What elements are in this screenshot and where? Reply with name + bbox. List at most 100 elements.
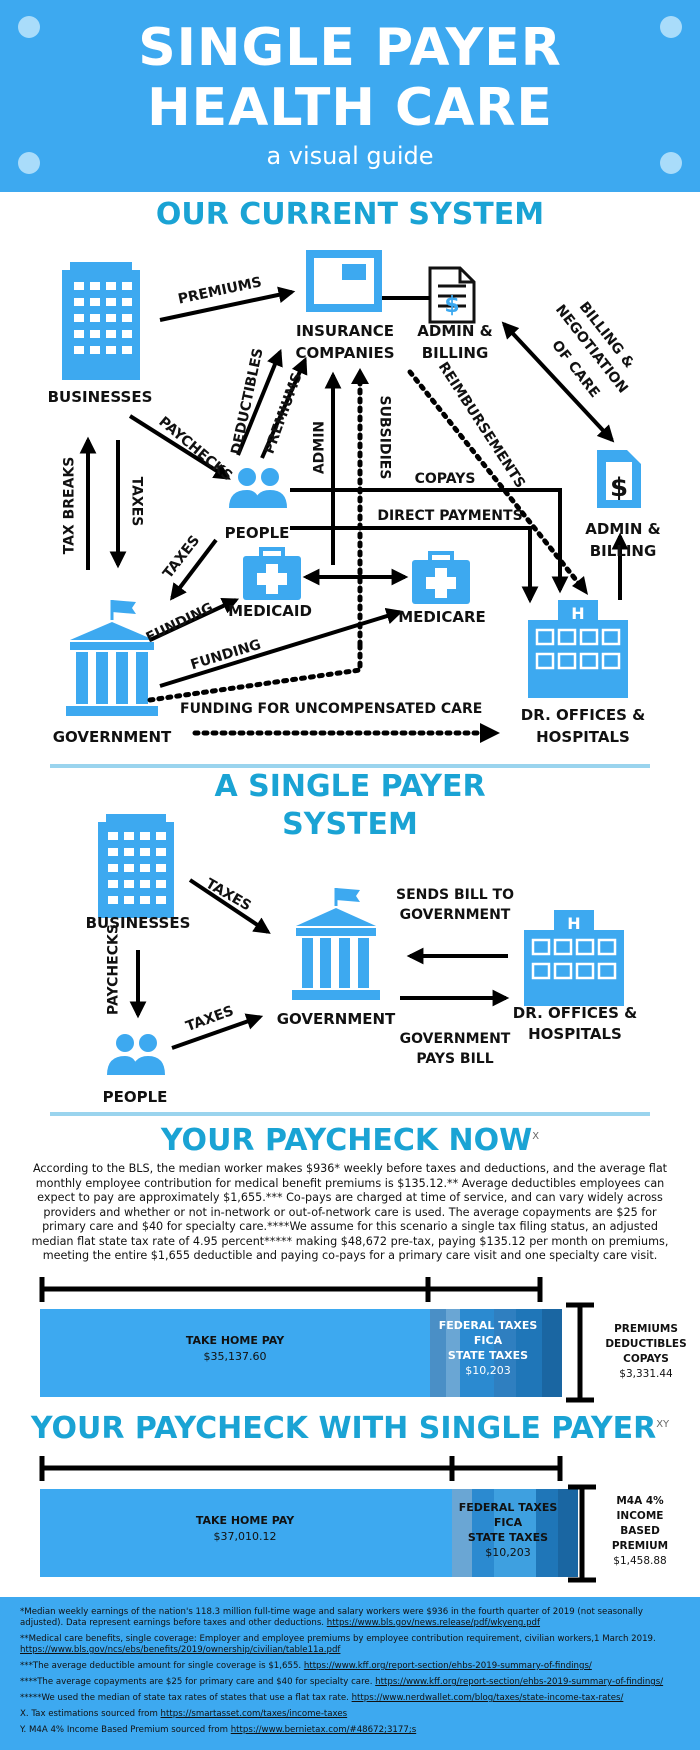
medical-kit-icon	[412, 551, 470, 604]
flow-direct-payments: DIRECT PAYMENTS	[377, 508, 523, 524]
single-payer-title-line-1: A SINGLE PAYER	[214, 769, 486, 804]
sp-taxes-line-3: STATE TAXES	[467, 1531, 549, 1544]
footnote-link[interactable]: https://www.kff.org/report-section/ehbs-…	[375, 1677, 664, 1687]
footnote-link[interactable]: https://www.bls.gov/news.release/pdf/wky…	[326, 1618, 541, 1628]
page-title-line-1: SINGLE PAYER	[138, 18, 562, 78]
footnote-text: *Median weekly earnings of the nation's …	[20, 1607, 643, 1628]
sp-take-home-label: TAKE HOME PAY	[195, 1514, 295, 1527]
now-other-line-3: COPAYS	[623, 1353, 669, 1365]
sp-flow-paychecks: PAYCHECKS	[105, 924, 122, 1015]
decor-dot-icon	[18, 152, 40, 174]
footnote-text: ****The average copayments are $25 for p…	[20, 1677, 376, 1687]
sp-node-dr-offices-line-2: HOSPITALS	[528, 1025, 622, 1043]
paycheck-now-bar	[40, 1309, 562, 1397]
footnote-text: Y. M4A 4% Income Based Premium sourced f…	[20, 1725, 231, 1735]
footnote-text: X. Tax estimations sourced from	[20, 1709, 161, 1719]
paycheck-now-title: YOUR PAYCHECK NOWX	[0, 1120, 700, 1158]
decor-dot-icon	[660, 16, 682, 38]
node-admin-billing-right-line-1: ADMIN &	[585, 520, 661, 538]
sp-node-people: PEOPLE	[102, 1088, 168, 1106]
node-insurance-line-2: COMPANIES	[295, 344, 395, 362]
sp-taxes-line-2: FICA	[493, 1516, 523, 1529]
building-icon	[62, 262, 140, 380]
sp-taxes-value: $10,203	[485, 1546, 531, 1559]
paycheck-now-title-text: YOUR PAYCHECK NOW	[160, 1123, 533, 1158]
node-medicaid: MEDICAID	[228, 602, 312, 620]
sp-other-value: $1,458.88	[613, 1555, 667, 1567]
medical-kit-icon	[243, 547, 301, 600]
page-title-line-2: HEALTH CARE	[147, 78, 553, 138]
node-dr-offices-line-2: HOSPITALS	[536, 728, 630, 746]
node-admin-billing-right-line-2: BILLING	[589, 542, 657, 560]
people-icon	[229, 468, 287, 508]
footnote: X. Tax estimations sourced from https://…	[20, 1709, 680, 1720]
sp-flow-sends-bill-line-2: GOVERNMENT	[399, 907, 511, 923]
sp-other-line-4: PREMIUM	[611, 1540, 669, 1552]
footnote-text: *****We used the median of state tax rat…	[20, 1693, 352, 1703]
now-taxes-line-2: FICA	[473, 1334, 503, 1347]
hospital-icon: H	[528, 600, 628, 698]
sp-other-line-1: M4A 4%	[616, 1495, 664, 1507]
sp-node-government: GOVERNMENT	[276, 1010, 396, 1028]
footnote-link[interactable]: https://www.kff.org/report-section/ehbs-…	[303, 1661, 592, 1671]
government-building-icon	[66, 600, 158, 716]
billing-document-icon: $	[428, 266, 476, 324]
node-admin-billing-top-line-1: ADMIN &	[417, 322, 493, 340]
page-subtitle: a visual guide	[266, 142, 434, 170]
footnote: Y. M4A 4% Income Based Premium sourced f…	[20, 1725, 680, 1736]
footnote-link[interactable]: https://www.bls.gov/ncs/ebs/benefits/201…	[20, 1645, 341, 1655]
sp-take-home-value: $37,010.12	[213, 1530, 277, 1543]
header-banner: SINGLE PAYER HEALTH CARE a visual guide	[0, 0, 700, 192]
now-other-line-2: DEDUCTIBLES	[605, 1338, 687, 1350]
decor-dot-icon	[660, 152, 682, 174]
decor-dot-icon	[18, 16, 40, 38]
people-icon	[107, 1034, 165, 1075]
svg-text:H: H	[571, 604, 584, 623]
paycheck-single-title-text: YOUR PAYCHECK WITH SINGLE PAYER	[30, 1411, 657, 1446]
footnote-link[interactable]: https://smartasset.com/taxes/income-taxe…	[160, 1709, 348, 1719]
svg-text:H: H	[567, 914, 580, 933]
node-dr-offices-line-1: DR. OFFICES &	[520, 706, 646, 724]
sp-flow-pays-bill-line-1: GOVERNMENT	[399, 1031, 511, 1047]
now-taxes-line-3: STATE TAXES	[447, 1349, 529, 1362]
paycheck-single-title-sup: XY	[656, 1419, 670, 1430]
flow-admin: ADMIN	[311, 420, 328, 475]
flow-taxes-left: TAXES	[128, 476, 145, 527]
sp-node-dr-offices-line-1: DR. OFFICES &	[512, 1004, 638, 1022]
single-payer-title-line-2: SYSTEM	[282, 807, 418, 842]
current-system-title: OUR CURRENT SYSTEM	[155, 197, 545, 232]
footnote: **Medical care benefits, single coverage…	[20, 1634, 680, 1656]
now-other-line-1: PREMIUMS	[614, 1323, 678, 1335]
flow-subsidies: SUBSIDIES	[376, 395, 393, 480]
hospital-icon: H	[524, 910, 624, 1006]
sp-taxes-line-1: FEDERAL TAXES	[458, 1501, 558, 1514]
flow-tax-breaks: TAX BREAKS	[61, 456, 78, 555]
section-divider	[50, 764, 650, 768]
sp-flow-sends-bill-line-1: SENDS BILL TO	[396, 887, 514, 903]
insurance-window-icon	[306, 250, 382, 312]
now-take-home-label: TAKE HOME PAY	[185, 1334, 285, 1347]
footnote: ****The average copayments are $25 for p…	[20, 1677, 680, 1688]
bls-paragraph: According to the BLS, the median worker …	[31, 1162, 669, 1262]
node-medicare: MEDICARE	[398, 608, 486, 626]
now-other-value: $3,331.44	[619, 1368, 673, 1380]
footnote: *Median weekly earnings of the nation's …	[20, 1607, 680, 1629]
node-government: GOVERNMENT	[52, 728, 172, 746]
footnote-link[interactable]: https://www.nerdwallet.com/blog/taxes/st…	[351, 1693, 624, 1703]
sp-flow-pays-bill-line-2: PAYS BILL	[416, 1051, 494, 1067]
node-insurance-line-1: INSURANCE	[295, 322, 395, 340]
now-take-home-value: $35,137.60	[203, 1350, 267, 1363]
svg-text:$: $	[444, 293, 459, 318]
government-building-icon	[292, 888, 380, 1000]
paycheck-single-title: YOUR PAYCHECK WITH SINGLE PAYERXY	[0, 1408, 700, 1446]
now-taxes-value: $10,203	[465, 1364, 511, 1377]
building-icon	[98, 814, 174, 918]
footnote: *****We used the median of state tax rat…	[20, 1693, 680, 1704]
sp-other-line-2: INCOME	[616, 1510, 664, 1522]
svg-text:$: $	[610, 473, 628, 503]
sp-node-businesses: BUSINESSES	[85, 914, 191, 932]
footnotes-panel: *Median weekly earnings of the nation's …	[0, 1597, 700, 1750]
node-people: PEOPLE	[224, 524, 290, 542]
flow-funding-uncompensated: FUNDING FOR UNCOMPENSATED CARE	[180, 701, 483, 717]
footnote-link[interactable]: https://www.bernietax.com/#48672;3177;s	[230, 1725, 417, 1735]
